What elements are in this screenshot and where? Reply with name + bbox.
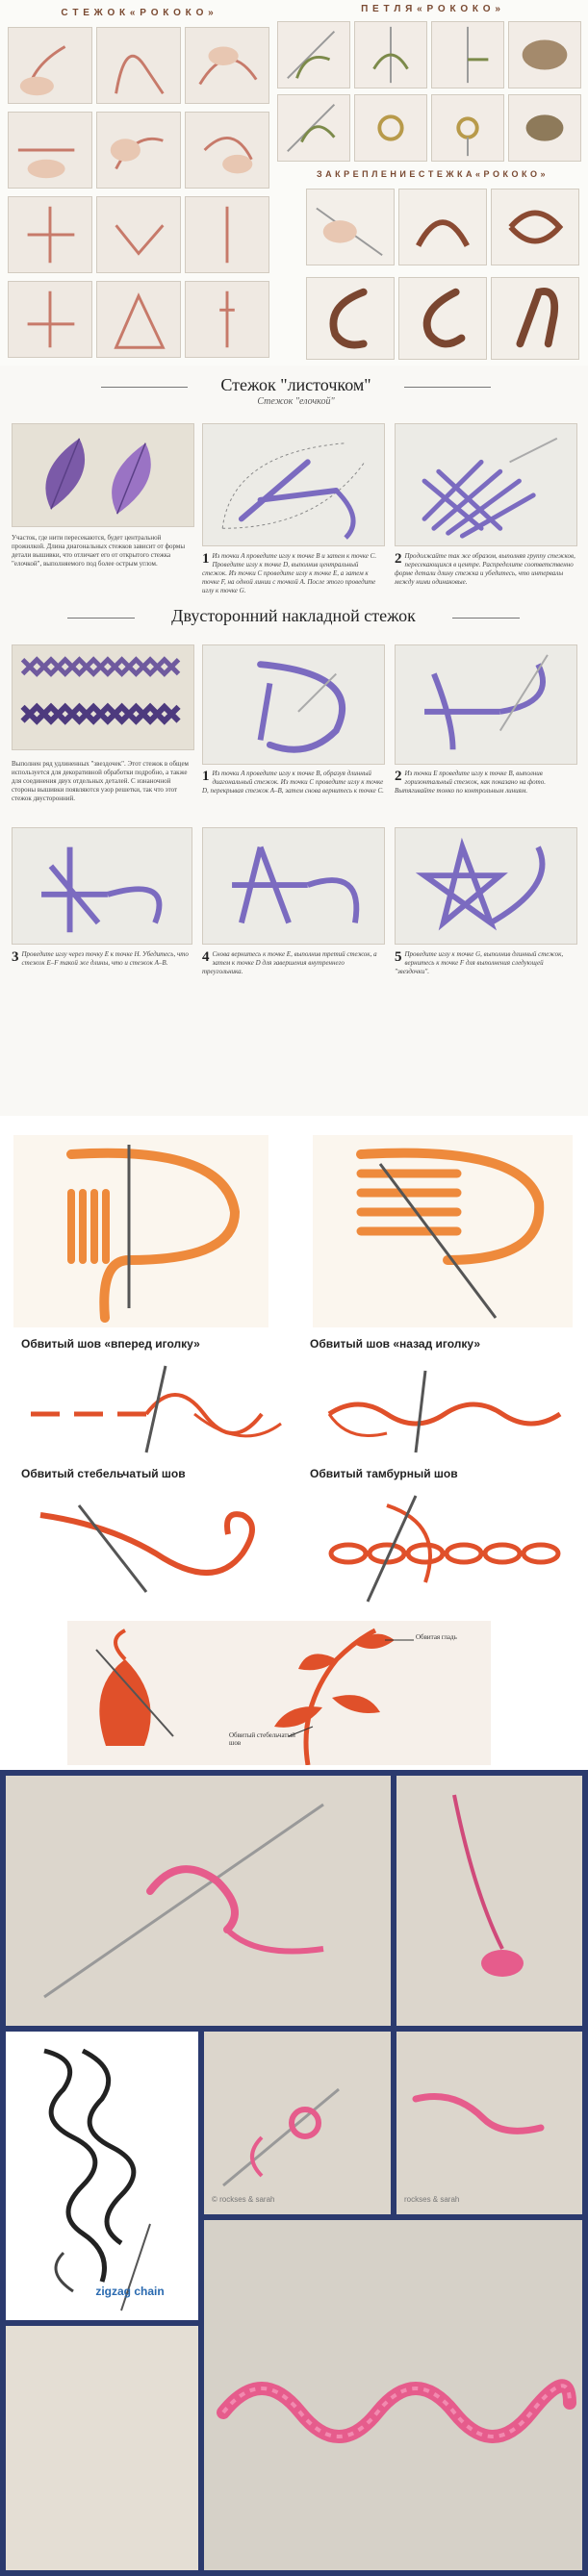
rococo-stitch-title: С Т Е Ж О К « Р О К О К О » [61, 8, 215, 18]
rococo-fix-photo [398, 189, 487, 265]
double-diagram-step3 [12, 827, 192, 945]
rococo-loop-photo [277, 21, 350, 88]
rococo-fix-photo [306, 277, 395, 360]
double-diagram-step4 [202, 827, 385, 945]
rococo-step-photo [185, 196, 269, 273]
leaf-stitch-title: Стежок "листочком" [220, 375, 371, 394]
rococo-step-photo [185, 27, 269, 104]
pink-stitch-photo [204, 2032, 391, 2214]
whipped-flower-illustration [67, 1621, 491, 1765]
step-number: 3 [12, 949, 19, 965]
step-number: 2 [395, 551, 402, 567]
rococo-step-photo [96, 281, 181, 358]
rococo-step-photo [8, 196, 92, 273]
rococo-step-photo [96, 196, 181, 273]
double-diagram-step5 [395, 827, 577, 945]
leaf-stitch-subtitle: Стежок "елочкой" [257, 396, 335, 407]
rococo-step-photo [8, 27, 92, 104]
rococo-step-photo [96, 27, 181, 104]
rococo-fix-photo [491, 189, 579, 265]
double-stitch-title: Двусторонний накладной стежок [171, 606, 416, 625]
watermark: © rockses & sarah [212, 2195, 275, 2204]
satin-label: Обвитая гладь [416, 1633, 457, 1641]
step-number: 5 [395, 949, 402, 965]
step-number: 2 [395, 769, 402, 784]
fabric-photo [6, 2326, 198, 2570]
rococo-fix-photo [398, 277, 487, 360]
whipped-stitch-section: Обвитый шов «вперед иголку» Обвитый шов … [0, 1337, 588, 1770]
zigzag-chain-diagram [6, 2032, 198, 2320]
rococo-loop-photo [431, 94, 504, 162]
whipped-back-illustration [310, 1356, 579, 1462]
pink-stitch-photo [396, 1776, 582, 2026]
whipped-stem-illustration [21, 1486, 291, 1611]
divider [404, 387, 491, 388]
bottom-photo-section: zigzag chain © rockses & sarah rockses &… [0, 1770, 588, 2576]
step-number: 1 [202, 551, 210, 567]
whipped-chain-label: Обвитый тамбурный шов [310, 1467, 458, 1480]
rococo-section: С Т Е Ж О К « Р О К О К О » П Е Т Л Я « … [0, 0, 588, 366]
rococo-loop-photo [431, 21, 504, 88]
double-sample-photo [12, 644, 194, 750]
rococo-fix-title: З А К Р Е П Л Е Н И Е С Т Е Ж К А « Р О … [316, 169, 547, 179]
pink-stitch-photo [396, 2032, 582, 2214]
double-description: Выполнен ряд удлиненных "звездочек". Это… [12, 760, 189, 802]
whipped-back-label: Обвитый шов «назад иголку» [310, 1337, 481, 1351]
stem-label: Обвитый стебельчатый шов [229, 1731, 295, 1747]
leaf-sample-photo [12, 423, 194, 527]
rococo-fix-photo [491, 277, 579, 360]
rococo-loop-title: П Е Т Л Я « Р О К О К О » [361, 4, 501, 14]
divider [67, 618, 135, 619]
orange-stitch-section [0, 1116, 588, 1337]
rococo-loop-photo [354, 94, 427, 162]
step-number: 4 [202, 949, 210, 965]
rococo-step-photo [185, 281, 269, 358]
rococo-loop-photo [354, 21, 427, 88]
whipped-running-label: Обвитый шов «вперед иголку» [21, 1337, 200, 1351]
whipped-stem-label: Обвитый стебельчатый шов [21, 1467, 186, 1480]
zigzag-label: zigzag chain [95, 2285, 165, 2298]
rococo-loop-photo [277, 94, 350, 162]
rococo-step-photo [96, 112, 181, 189]
leaf-stitch-section: Стежок "листочком" Стежок "елочкой" Учас… [0, 366, 588, 1116]
rococo-loop-photo [508, 94, 581, 162]
rococo-loop-photo [508, 21, 581, 88]
watermark: rockses & sarah [404, 2195, 460, 2204]
rococo-step-photo [185, 112, 269, 189]
rococo-step-photo [8, 112, 92, 189]
pink-stitch-photo [6, 1776, 391, 2026]
leaf-description: Участок, где нити пересекаются, будет це… [12, 534, 186, 568]
pink-zigzag-photo [204, 2220, 582, 2570]
rococo-fix-photo [306, 189, 395, 265]
step-number: 1 [202, 769, 210, 784]
rococo-step-photo [8, 281, 92, 358]
divider [101, 387, 188, 388]
whipped-chain-illustration [310, 1486, 579, 1611]
double-diagram-step2 [395, 644, 577, 765]
divider [452, 618, 520, 619]
leaf-diagram-step1 [202, 423, 385, 546]
orange-stitch-illustration [13, 1135, 268, 1327]
orange-stitch-illustration [313, 1135, 573, 1327]
whipped-running-illustration [21, 1356, 291, 1462]
double-diagram-step1 [202, 644, 385, 765]
leaf-diagram-step2 [395, 423, 577, 546]
